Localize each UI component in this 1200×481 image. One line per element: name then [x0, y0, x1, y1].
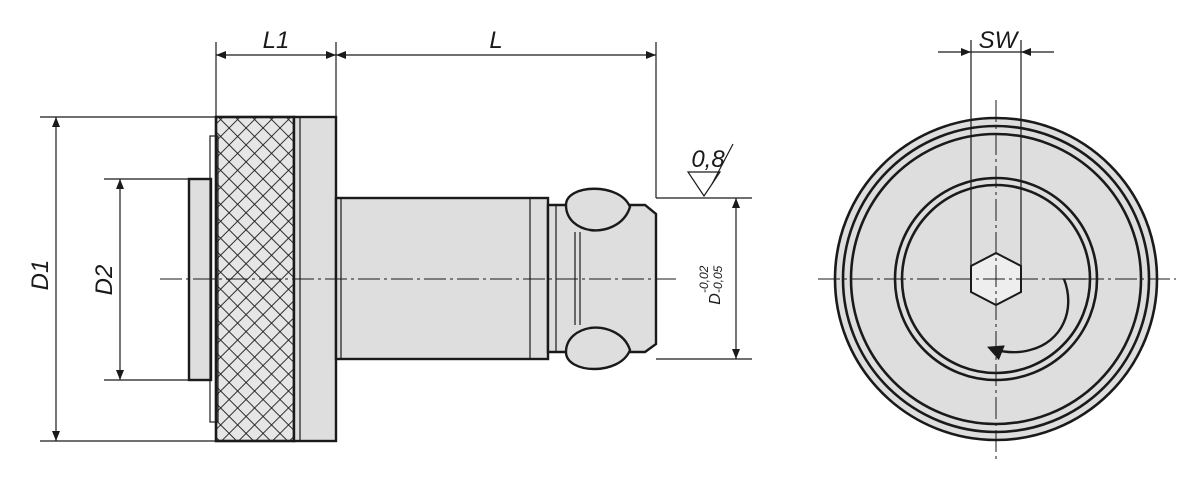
front-view: SW [818, 27, 1176, 460]
tol-lower: -0,05 [711, 265, 725, 293]
dim-l: L [489, 27, 502, 54]
dim-d2: D2 [91, 265, 118, 296]
tol-upper: -0,02 [697, 265, 711, 293]
dim-sw: SW [979, 27, 1020, 54]
dim-d: D [707, 293, 724, 305]
side-view [160, 115, 676, 443]
dim-l1: L1 [263, 27, 290, 54]
ball-lower [564, 326, 632, 371]
rotation-arrow [987, 278, 1070, 361]
surface-finish-symbol: 0,8 [686, 143, 734, 198]
dim-d1: D1 [27, 260, 54, 291]
surface-value: 0,8 [691, 146, 725, 173]
dimensions: L1 L D1 D2 D -0,02 -0,05 0,8 [27, 27, 752, 442]
ball-upper [564, 187, 632, 232]
